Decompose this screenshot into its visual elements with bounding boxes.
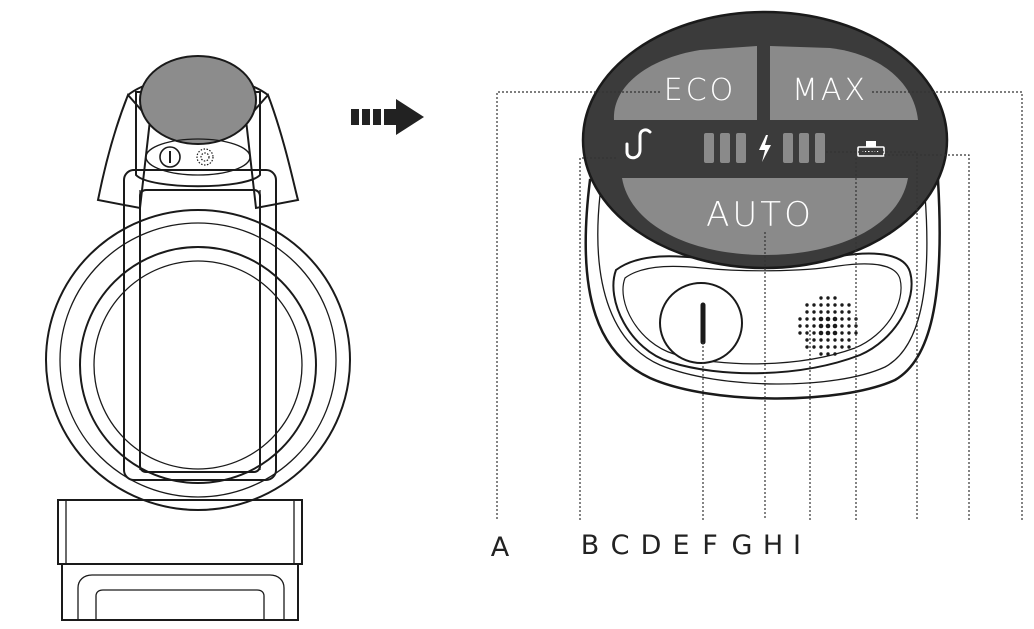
mini-speaker-icon [196,148,214,166]
power-button[interactable] [659,282,743,364]
speaker-dot [833,303,837,307]
leader-lines [496,91,1023,520]
eco-button[interactable]: ECO [613,46,757,120]
speaker-dot [833,345,837,349]
speaker-dot [805,310,809,314]
callout-a: A [491,532,510,563]
speaker-dot [840,345,844,349]
top-lens [139,55,257,145]
max-button[interactable]: MAX [770,46,918,120]
speaker-grille-icon [798,296,858,356]
callout-e: E [672,530,689,561]
level-bar-2 [720,133,730,163]
level-bar-5 [799,133,809,163]
callout-f: F [702,530,718,561]
eco-label: ECO [664,73,737,108]
speaker-dot [798,324,802,328]
speaker-dot [833,310,837,314]
device-illustration [45,55,351,621]
speaker-dot [833,338,837,342]
speaker-dot [840,303,844,307]
speaker-dot [840,324,844,328]
speaker-dot [825,330,831,336]
speaker-dot [826,303,830,307]
speaker-dot [812,303,816,307]
speaker-dot [798,317,802,321]
speaker-dot [818,316,824,322]
speaker-dot [847,331,851,335]
suction-icon [625,128,652,160]
zoom-arrow-icon [351,99,424,135]
speaker-dot [826,310,830,314]
speaker-dot [825,323,831,329]
speaker-dot [805,345,809,349]
callout-b: B [581,530,600,561]
speaker-dot [812,317,816,321]
max-label: MAX [792,73,868,108]
speaker-dot [854,331,858,335]
speaker-dot [805,338,809,342]
auto-label: AUTO [706,195,814,235]
speaker-dot [819,310,823,314]
speaker-dot [819,303,823,307]
speaker-dot [825,316,831,322]
speaker-dot [832,323,838,329]
speaker-dot [847,310,851,314]
speaker-dot [819,345,823,349]
speaker-dot [805,317,809,321]
speaker-dot [840,310,844,314]
speaker-dot [840,338,844,342]
speaker-dot [840,317,844,321]
callout-d: D [641,530,662,561]
speaker-dot [818,323,824,329]
speaker-dot [832,330,838,336]
speaker-dot [847,317,851,321]
callout-h: H [763,530,783,561]
callout-c: C [611,530,630,561]
speaker-dot [812,345,816,349]
level-bar-3 [736,133,746,163]
speaker-dot [826,296,830,300]
speaker-dot [812,338,816,342]
status-row [625,128,885,163]
speaker-dot [840,331,844,335]
speaker-dot [826,345,830,349]
speaker-dot [812,324,816,328]
speaker-dot [805,324,809,328]
callout-i: I [793,530,801,561]
speaker-dot [833,296,837,300]
speaker-dot [826,338,830,342]
speaker-dot [805,331,809,335]
speaker-dot [798,331,802,335]
speaker-dot [805,303,809,307]
speaker-dot [818,330,824,336]
mini-power-icon [159,146,181,168]
speaker-dot [847,345,851,349]
speaker-dot [819,352,823,356]
auto-button[interactable]: AUTO [622,178,908,255]
charging-bolt-icon [759,135,771,162]
callout-labels: A B C D E F G H I [491,530,801,563]
level-bar-6 [815,133,825,163]
speaker-dot [819,296,823,300]
speaker-dot [847,303,851,307]
level-bar-1 [704,133,714,163]
speaker-dot [812,331,816,335]
callout-g: G [732,530,753,561]
speaker-dot [826,352,830,356]
speaker-dot [812,310,816,314]
speaker-dot [847,338,851,342]
speaker-dot [832,316,838,322]
speaker-dot [833,352,837,356]
level-bar-4 [783,133,793,163]
speaker-dot [847,324,851,328]
speaker-dot [819,338,823,342]
